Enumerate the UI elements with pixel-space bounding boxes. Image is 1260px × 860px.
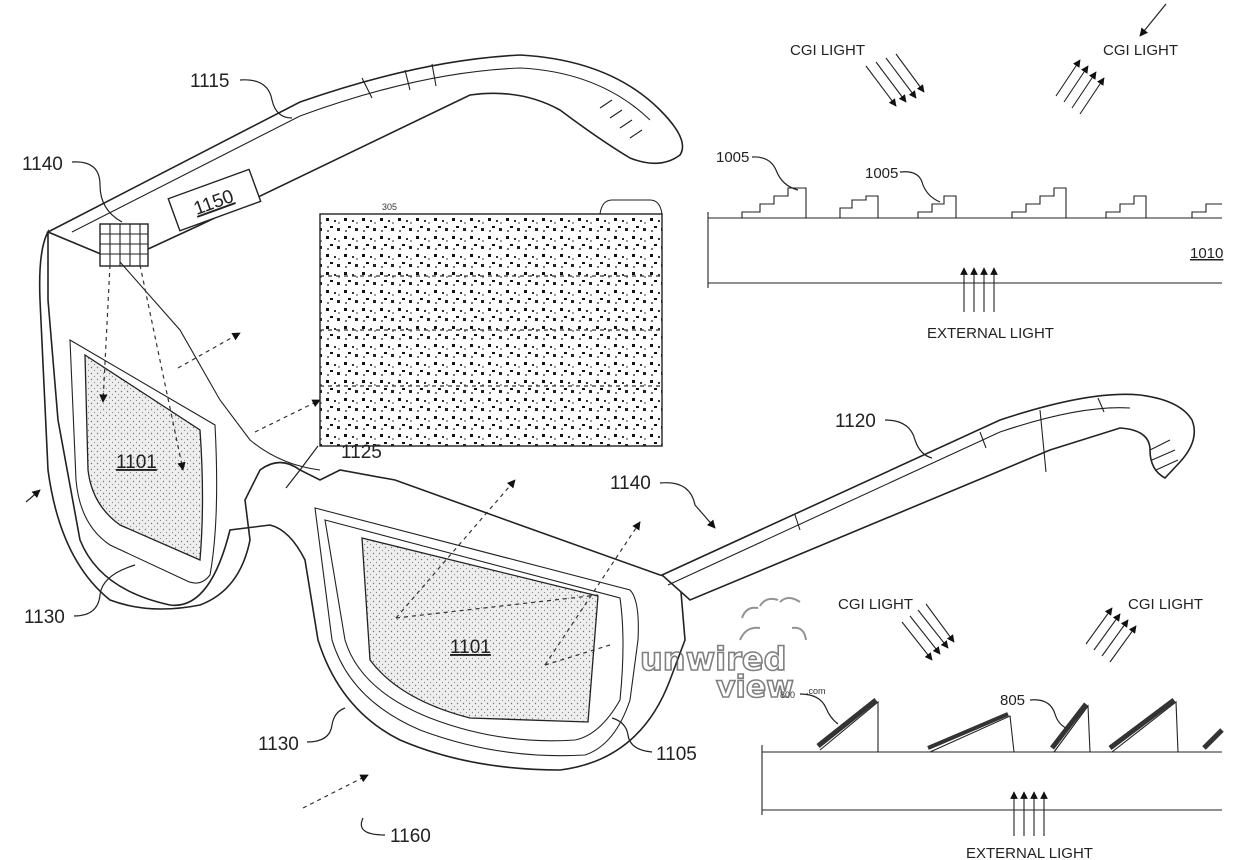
top-cgi-label-2: CGI LIGHT (1103, 42, 1178, 59)
cgi-rays-4 (1086, 608, 1136, 662)
watermark-line2: view (716, 670, 794, 705)
bottom-cgi-label-2: CGI LIGHT (1128, 596, 1203, 613)
bottom-mirror-inset: CGI LIGHT CGI LIGHT (762, 596, 1222, 860)
cgi-rays-2 (1056, 60, 1104, 114)
glasses-drawing: 1150 1101 1101 (22, 55, 1194, 847)
top-grating-inset: CGI LIGHT CGI LIGHT 1005 1005 1010 (708, 4, 1223, 342)
ref-1140-right: 1140 (610, 473, 651, 494)
top-cgi-label-1: CGI LIGHT (790, 42, 865, 59)
external-rays-top (964, 268, 994, 312)
right-temple-arm (662, 394, 1194, 600)
bottom-arrow (303, 775, 368, 808)
left-lens-ref: 1101 (116, 452, 157, 473)
light-arrow (178, 333, 240, 368)
sensor-grid-left (100, 224, 148, 266)
top-external-label: EXTERNAL LIGHT (927, 325, 1054, 342)
external-rays-bottom (1014, 792, 1044, 836)
substrate-ref: 1010 (1190, 245, 1223, 262)
ref-1120: 1120 (835, 411, 876, 432)
mirror-ref-2: 805 (1000, 692, 1025, 709)
ref-1130-right: 1130 (258, 734, 299, 755)
right-lens-ref: 1101 (450, 637, 491, 658)
light-arrow (255, 400, 320, 432)
staircase-gratings (742, 188, 1222, 218)
ref-1140-left: 1140 (22, 154, 63, 175)
ref-1125: 1125 (341, 442, 382, 463)
ref-1105: 1105 (656, 744, 697, 765)
dot-grid-top-ref: 305 (382, 202, 397, 212)
cgi-rays-1 (866, 54, 924, 106)
watermark-suffix: .com (806, 686, 826, 696)
top-grating-ref-2: 1005 (865, 165, 898, 182)
left-edge-arrow (26, 490, 40, 502)
ref-1115: 1115 (190, 71, 229, 92)
bottom-external-label: EXTERNAL LIGHT (966, 845, 1093, 860)
dot-grid-inset: 305 1125 (286, 200, 662, 488)
bottom-cgi-label-1: CGI LIGHT (838, 596, 913, 613)
ref-1130-left: 1130 (24, 607, 65, 628)
watermark-logo-icon (740, 598, 806, 640)
ref-1160: 1160 (390, 826, 431, 847)
top-grating-ref-1: 1005 (716, 149, 749, 166)
